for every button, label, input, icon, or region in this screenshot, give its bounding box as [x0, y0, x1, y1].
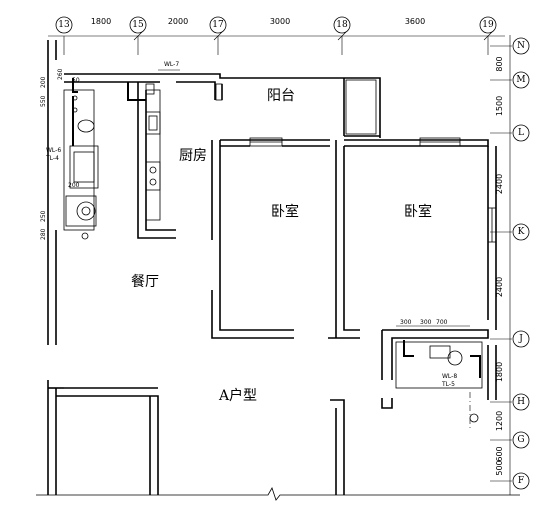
- room-label-kitchen: 厨房: [179, 148, 207, 164]
- axis-bubble-H: H: [512, 393, 530, 411]
- axis-label-L: L: [518, 128, 524, 138]
- kitchen-fixtures: [145, 83, 161, 221]
- axis-label-H: H: [517, 397, 525, 407]
- dim-right-800: 800: [495, 56, 504, 71]
- axis-label-18: 18: [336, 20, 348, 30]
- axis-label-13: 13: [58, 20, 70, 30]
- left-dim-280: 280: [40, 228, 47, 240]
- axis-bubble-L: L: [512, 124, 530, 142]
- axis-bubble-M: M: [512, 71, 530, 89]
- axis-label-N: N: [517, 41, 525, 51]
- kitchen-tag-wl7: WL-7: [164, 61, 179, 68]
- left-tag-tl4: TL-4: [45, 155, 59, 162]
- axis-bubble-G: G: [512, 431, 530, 449]
- axis-label-19: 19: [482, 20, 494, 30]
- room-label-balcony: 阳台: [267, 88, 295, 104]
- room-label-bedroom-1: 卧室: [271, 203, 299, 220]
- axis-bubble-N: N: [512, 37, 530, 55]
- axis-label-M: M: [516, 75, 525, 85]
- dim-right-2400-a: 2400: [495, 174, 504, 194]
- room-label-dining: 餐厅: [131, 274, 159, 290]
- bath-tag-tl5: TL-5: [441, 381, 455, 388]
- left-dim-250: 250: [40, 210, 47, 222]
- bath-dim-300-b: 300: [420, 319, 432, 326]
- left-tag-wl6: WL-6: [46, 147, 61, 154]
- right-axis-dimension-line: [490, 35, 512, 495]
- top-axis-dimension-line: [48, 31, 505, 55]
- dim-right-2400-b: 2400: [495, 277, 504, 297]
- axis-label-J: J: [518, 334, 523, 344]
- dim-top-1800: 1800: [91, 17, 111, 26]
- left-dim-200-top: 200: [40, 76, 47, 88]
- axis-label-15: 15: [132, 20, 144, 30]
- dim-top-3000: 3000: [270, 17, 290, 26]
- axis-bubble-F: F: [512, 472, 530, 490]
- bath-dim-300-a: 300: [400, 319, 412, 326]
- left-dim-550: 550: [40, 95, 47, 107]
- exterior-walls: [36, 40, 520, 501]
- dim-right-600: 600: [495, 446, 504, 461]
- left-tag-200: 200: [68, 182, 80, 189]
- dim-right-1200: 1200: [495, 411, 504, 431]
- axis-bubble-J: J: [512, 330, 530, 348]
- dim-right-500: 500: [495, 460, 504, 475]
- room-label-unit-type: A户型: [218, 387, 257, 404]
- axis-label-17: 17: [212, 20, 224, 30]
- room-label-bedroom-2: 卧室: [404, 203, 432, 220]
- bath-tag-wl8: WL-8: [442, 373, 457, 380]
- bath-dim-700: 700: [436, 319, 448, 326]
- axis-label-K: K: [518, 227, 525, 237]
- axis-label-F: F: [518, 476, 524, 486]
- windows: [215, 79, 497, 243]
- dim-right-1800: 1800: [495, 362, 504, 382]
- axis-bubble-15: 15: [129, 16, 147, 34]
- axis-bubble-K: K: [512, 223, 530, 241]
- dim-top-3600: 3600: [405, 17, 425, 26]
- dim-right-1500: 1500: [495, 96, 504, 116]
- left-tag-50: 50: [72, 77, 80, 84]
- axis-bubble-19: 19: [479, 16, 497, 34]
- axis-bubble-13: 13: [55, 16, 73, 34]
- axis-bubble-18: 18: [333, 16, 351, 34]
- axis-label-G: G: [517, 435, 524, 445]
- dim-top-2000: 2000: [168, 17, 188, 26]
- right-bathroom: [395, 340, 483, 430]
- left-bathroom: [63, 78, 146, 240]
- axis-bubble-17: 17: [209, 16, 227, 34]
- left-dim-260: 260: [57, 68, 64, 80]
